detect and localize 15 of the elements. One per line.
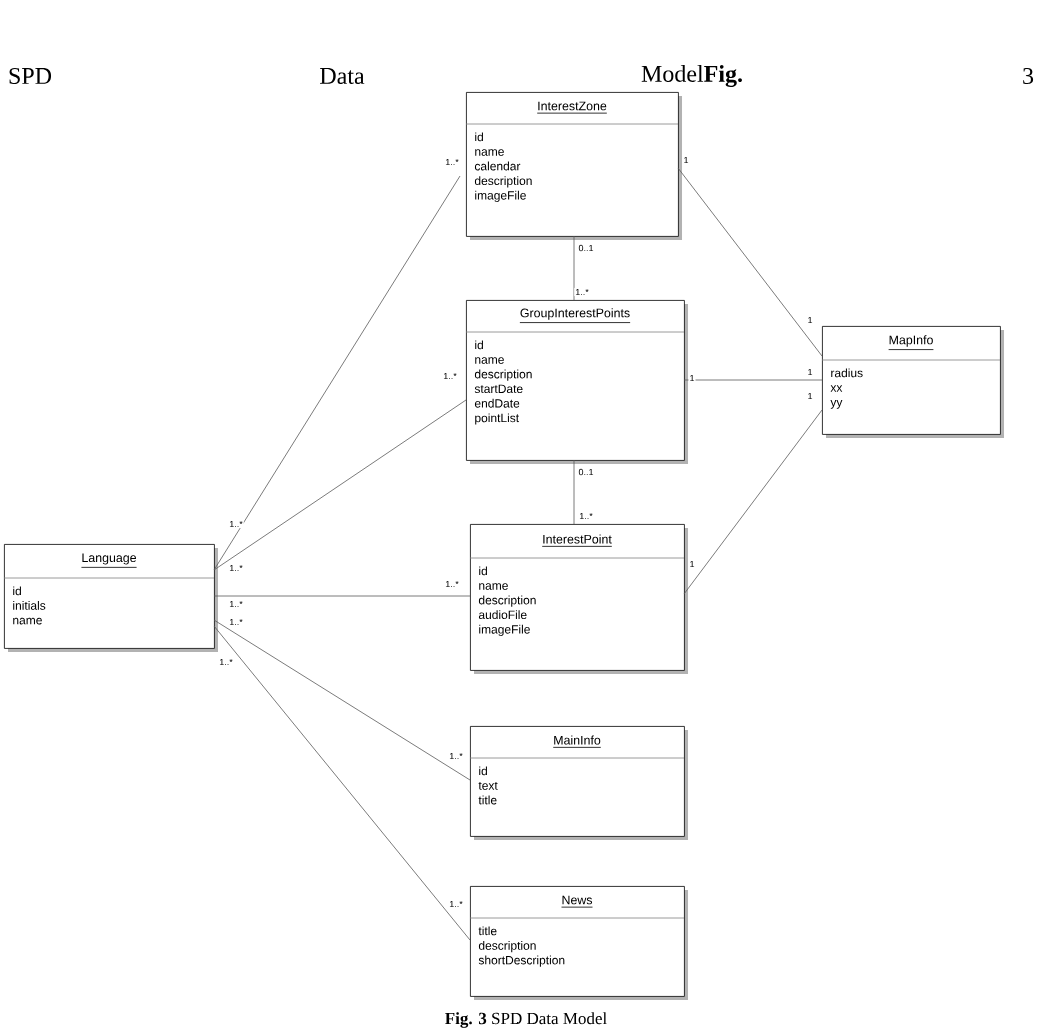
heading-text: ModelFig. [641,65,742,87]
association-line [573,235,575,301]
association-line [683,379,823,381]
association-line [213,595,471,597]
association-line [683,409,823,595]
association-line [213,625,471,941]
heading-text: SPD [9,67,52,85]
heading-text: 3 [1023,67,1034,85]
caption: Fig. 3 SPD Data Model [445,1012,607,1028]
association-line [213,399,467,571]
association-line [677,167,823,357]
heading-text: Data [320,68,365,84]
association-line [573,459,575,525]
association-line [213,175,461,571]
association-line [213,619,471,781]
